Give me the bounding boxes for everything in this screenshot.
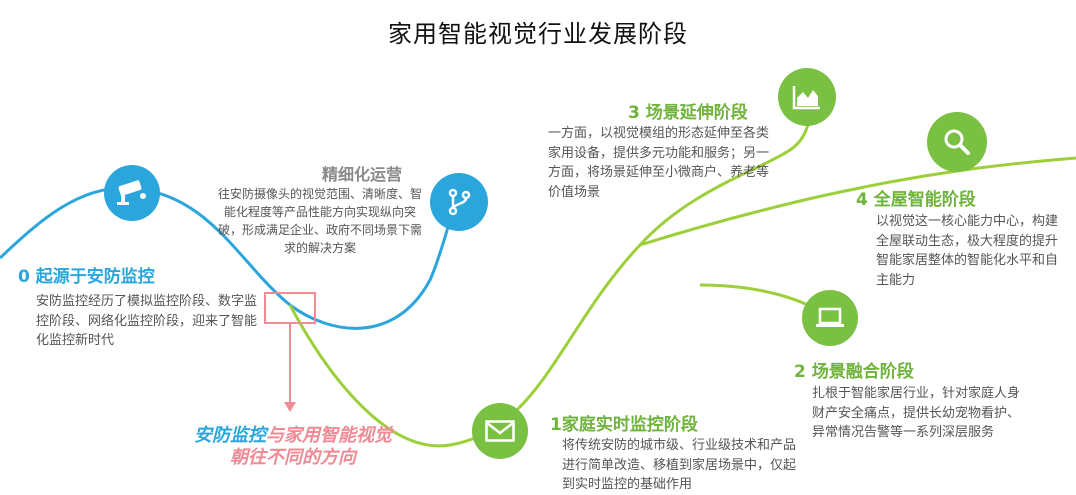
slogan-home-vision: 与家用智能视觉 <box>266 425 392 446</box>
slogan-line-2: 朝往不同的方向 <box>230 447 356 468</box>
page-title: 家用智能视觉行业发展阶段 <box>388 20 688 48</box>
divergence-slogan: 安防监控与家用智能视觉 朝往不同的方向 <box>168 425 418 469</box>
slogan-line-1: 安防监控与家用智能视觉 <box>168 425 418 447</box>
stage-4-desc: 以视觉这一核心能力中心，构建全屋联动生态，极大程度的提升智能家居整体的智能化水平… <box>876 214 1059 288</box>
stage-2-desc: 扎根于智能家居行业，针对家庭人身财产安全痛点，提供长幼宠物看护、异常情况告警等一… <box>812 386 1021 440</box>
slogan-security: 安防监控 <box>194 425 266 446</box>
stage-2-title: 2 场景融合阶段 <box>794 362 914 382</box>
stage-3-desc: 一方面，以视觉模组的形态延伸至各类家用设备，提供多元功能和服务；另一方面，将场景… <box>548 126 770 200</box>
stage-3-title: 3 场景延伸阶段 <box>628 103 748 123</box>
branch-icon <box>430 173 488 231</box>
search-icon <box>927 112 987 172</box>
home-vision-curve-branch <box>639 156 1076 247</box>
home-vision-curve <box>288 99 814 448</box>
stage-1-title: 1家庭实时监控阶段 <box>550 415 698 435</box>
laptop-icon <box>802 290 858 346</box>
mail-icon <box>472 403 528 459</box>
stage-0-desc: 安防监控经历了模拟监控阶段、数字监控阶段、网络化监控阶段，迎来了智能化监控新时代 <box>36 294 258 348</box>
stage-0-title: 0 起源于安防监控 <box>18 267 155 287</box>
refine-desc: 往安防摄像头的视觉范围、清晰度、智能化程度等产品性能方向实现纵向突破，形成满足企… <box>217 187 422 255</box>
refine-title: 精细化运营 <box>322 165 403 184</box>
area-chart-icon <box>778 68 836 126</box>
stage-1-desc: 将传统安防的城市级、行业级技术和产品进行简单改造、移植到家居场景中，仅起到实时监… <box>562 438 797 492</box>
stage-4-title: 4 全屋智能阶段 <box>856 190 976 210</box>
security-camera-icon <box>104 165 160 221</box>
divergence-arrow-head <box>284 402 296 412</box>
